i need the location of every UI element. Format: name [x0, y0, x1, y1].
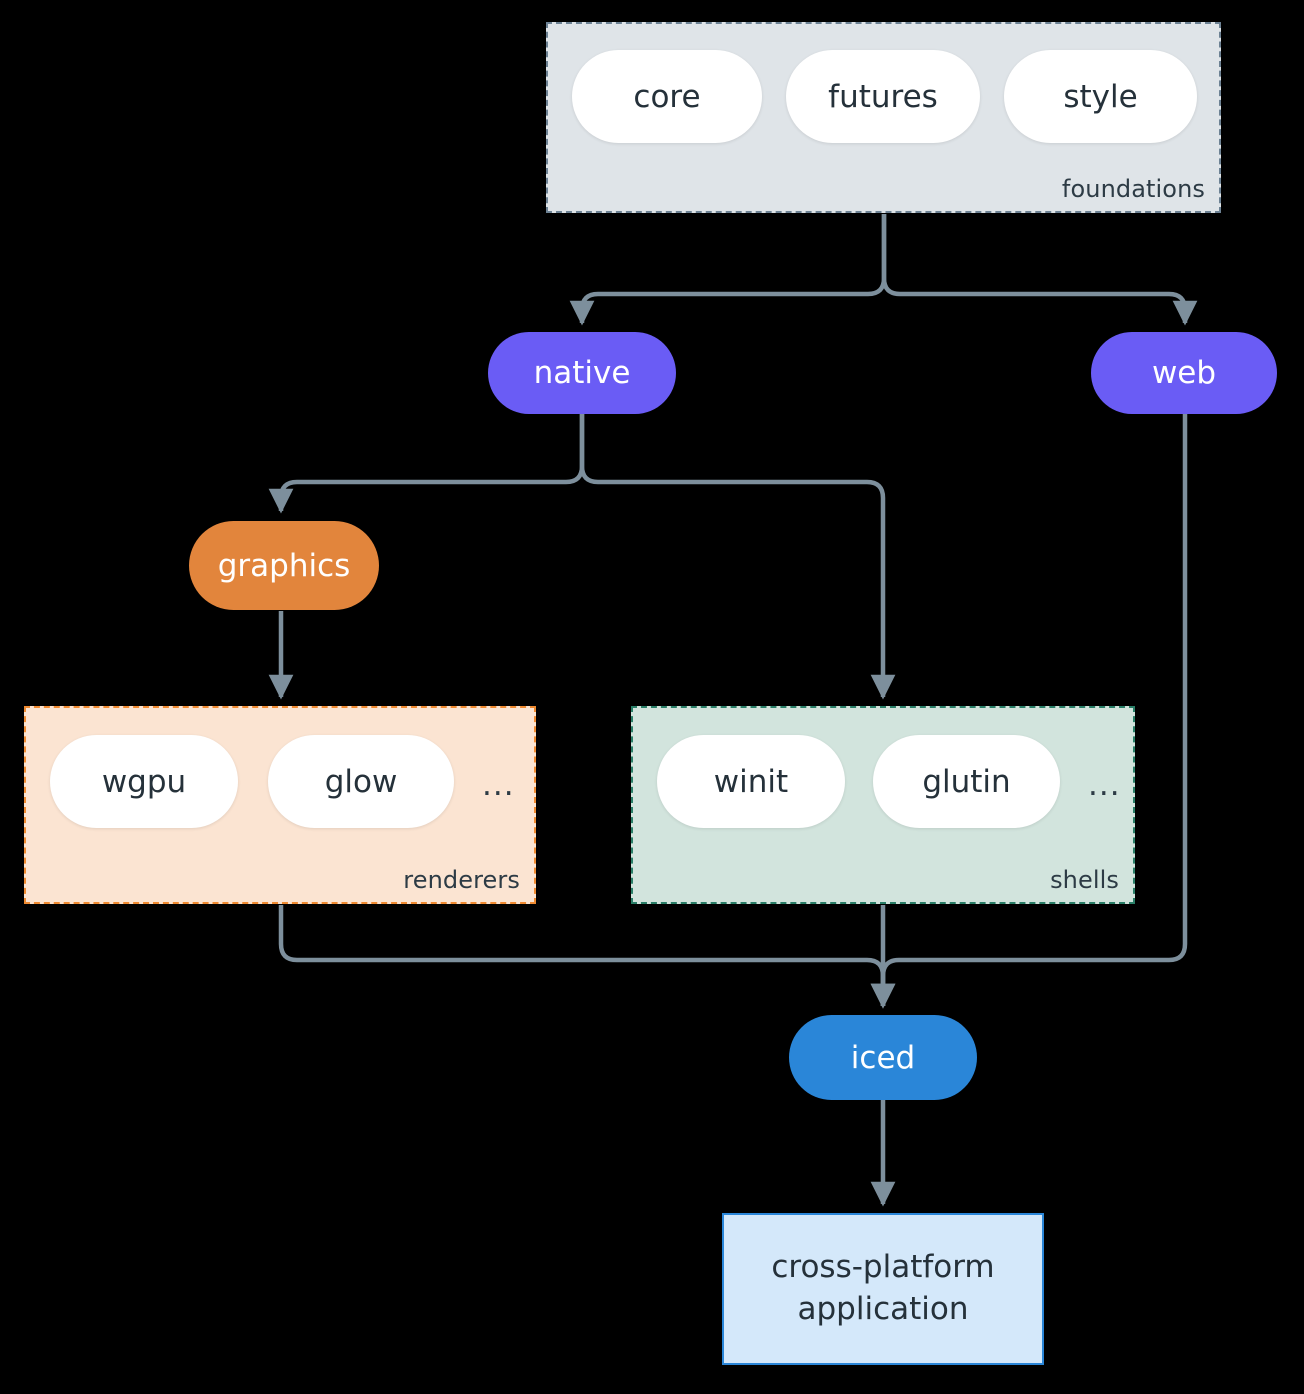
node-glutin[interactable]: glutin: [873, 735, 1060, 828]
node-style[interactable]: style: [1004, 50, 1197, 143]
cluster-shells-label: shells: [1050, 866, 1119, 894]
node-application-label-line2: application: [797, 1291, 969, 1327]
node-native-label: native: [533, 355, 631, 391]
node-futures-label: futures: [828, 78, 938, 115]
node-iced-label: iced: [850, 1039, 916, 1076]
node-winit-label: winit: [713, 763, 789, 800]
node-wgpu-label: wgpu: [101, 763, 187, 800]
shells-more-ellipsis: ...: [1088, 767, 1121, 803]
node-application[interactable]: cross-platform application: [722, 1213, 1044, 1365]
node-winit[interactable]: winit: [657, 735, 845, 828]
node-core[interactable]: core: [572, 50, 762, 143]
node-glutin-label: glutin: [922, 763, 1011, 800]
node-style-label: style: [1063, 78, 1138, 115]
node-web-label: web: [1151, 355, 1217, 391]
edge-native-graphics: [268, 414, 585, 514]
edge-native-shells: [579, 414, 896, 700]
edge-foundations-native: [569, 214, 887, 326]
node-graphics-label: graphics: [217, 547, 351, 584]
edge-foundations-web: [881, 214, 1198, 326]
node-graphics[interactable]: graphics: [189, 521, 379, 610]
edge-renderers-iced: [278, 905, 896, 1009]
node-wgpu[interactable]: wgpu: [50, 735, 238, 828]
node-glow-label: glow: [324, 763, 398, 800]
node-application-label-line1: cross-platform: [771, 1249, 995, 1286]
node-glow[interactable]: glow: [268, 735, 454, 828]
cluster-renderers-label: renderers: [403, 866, 520, 894]
renderers-more-ellipsis: ...: [482, 767, 515, 803]
node-native[interactable]: native: [488, 332, 676, 414]
node-futures[interactable]: futures: [786, 50, 980, 143]
node-web[interactable]: web: [1091, 332, 1277, 414]
cluster-foundations-label: foundations: [1061, 175, 1205, 203]
node-iced[interactable]: iced: [789, 1015, 977, 1100]
node-core-label: core: [633, 78, 701, 115]
